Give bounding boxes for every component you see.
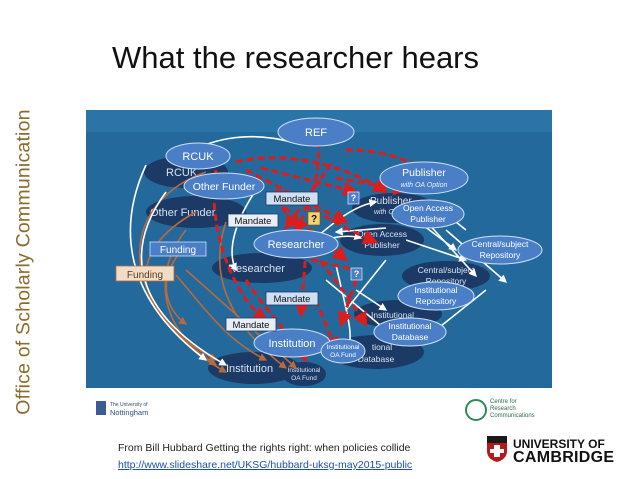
svg-text:RCUK: RCUK	[182, 151, 214, 163]
researcher-node: Researcher	[253, 229, 339, 259]
svg-text:Institution: Institution	[226, 363, 273, 375]
svg-text:Repository: Repository	[416, 296, 457, 306]
svg-text:Nottingham: Nottingham	[110, 408, 148, 417]
mandate-box-3: Mandate	[265, 291, 319, 306]
svg-text:with OA Option: with OA Option	[401, 182, 448, 189]
svg-text:Publisher: Publisher	[402, 167, 446, 179]
svg-text:Institutional: Institutional	[327, 344, 360, 351]
nottingham-logo: The University of Nottingham	[96, 401, 148, 417]
question-marker-2: ?	[347, 191, 360, 205]
svg-text:RCUK: RCUK	[166, 167, 198, 179]
svg-text:?: ?	[354, 269, 360, 279]
open-access-publisher-node: Open Access Publisher	[391, 199, 465, 229]
svg-text:Open Access: Open Access	[403, 203, 453, 213]
mandate-box-4: Mandate	[225, 317, 277, 332]
svg-text:Researcher: Researcher	[228, 263, 285, 275]
oa-fund-node: Institutional OA Fund	[320, 338, 366, 364]
central-repository-node: Central/subject Repository	[457, 235, 543, 265]
funding-box-shadow: Funding	[115, 265, 175, 282]
institution-node: Institution	[253, 328, 331, 358]
svg-text:Funding: Funding	[160, 245, 196, 256]
svg-text:Institution: Institution	[268, 338, 315, 350]
svg-text:Mandate: Mandate	[233, 320, 270, 331]
svg-text:Mandate: Mandate	[235, 216, 272, 227]
svg-text:with OA: with OA	[374, 209, 399, 216]
institutional-database-node: Institutional Database	[373, 317, 447, 347]
other-funder-node: Other Funder	[183, 172, 265, 200]
svg-text:Other Funder: Other Funder	[150, 207, 216, 219]
ref-node: REF	[277, 117, 355, 147]
svg-text:Central/subject: Central/subject	[418, 265, 475, 275]
funding-box: Funding	[149, 241, 207, 257]
svg-text:The University of: The University of	[110, 402, 148, 408]
svg-text:Researcher: Researcher	[268, 239, 325, 251]
crc-logo: Centre for Research Communications	[465, 399, 535, 421]
publisher-node: Publisher with OA Option	[379, 161, 469, 195]
svg-text:Communications: Communications	[490, 413, 535, 419]
side-label: Office of Scholarly Communication	[12, 109, 35, 415]
svg-text:Research: Research	[490, 406, 516, 412]
institutional-repository-node: Institutional Repository	[397, 281, 475, 311]
svg-text:REF: REF	[305, 127, 327, 139]
svg-text:Mandate: Mandate	[274, 194, 311, 205]
mandate-box-1: Mandate	[265, 191, 319, 206]
question-marker-3: ?	[350, 267, 363, 281]
cambridge-line1: UNIVERSITY OF	[513, 437, 605, 451]
policy-diagram: RCUK Other Funder Researcher Institution…	[86, 110, 552, 435]
question-marker-1: ?	[307, 211, 321, 226]
svg-text:Institutional: Institutional	[415, 285, 458, 295]
svg-text:Publisher: Publisher	[370, 196, 412, 207]
svg-text:OA Fund: OA Fund	[330, 352, 356, 359]
svg-text:Publisher: Publisher	[364, 240, 400, 250]
cambridge-line2: CAMBRIDGE	[513, 449, 615, 466]
svg-text:tional: tional	[372, 342, 392, 352]
svg-text:Central/subject: Central/subject	[472, 239, 529, 249]
svg-text:Database: Database	[392, 332, 429, 342]
svg-text:Other Funder: Other Funder	[193, 181, 256, 193]
crest-icon	[487, 436, 507, 462]
cambridge-logo: UNIVERSITY OF CAMBRIDGE	[486, 434, 616, 468]
svg-text:Funding: Funding	[127, 270, 163, 281]
svg-text:OA Fund: OA Fund	[291, 375, 317, 382]
svg-text:?: ?	[351, 193, 357, 203]
rcuk-node: RCUK	[165, 142, 231, 170]
svg-text:Repository: Repository	[480, 250, 521, 260]
source-caption: From Bill Hubbard Getting the rights rig…	[118, 442, 411, 454]
svg-text:Institutional: Institutional	[371, 310, 414, 320]
svg-text:Publisher: Publisher	[410, 214, 446, 224]
svg-text:Mandate: Mandate	[274, 294, 311, 305]
svg-text:Database: Database	[358, 354, 395, 364]
svg-text:Open Access: Open Access	[357, 229, 407, 239]
page-title: What the researcher hears	[112, 40, 480, 75]
svg-text:Repository: Repository	[426, 276, 467, 286]
svg-text:Centre for: Centre for	[490, 399, 517, 405]
mandate-box-2: Mandate	[227, 213, 279, 228]
svg-text:?: ?	[311, 214, 317, 225]
svg-text:Institutional: Institutional	[389, 321, 432, 331]
source-link[interactable]: http://www.slideshare.net/UKSG/hubbard-u…	[118, 459, 413, 471]
svg-text:Institutional: Institutional	[288, 367, 321, 374]
